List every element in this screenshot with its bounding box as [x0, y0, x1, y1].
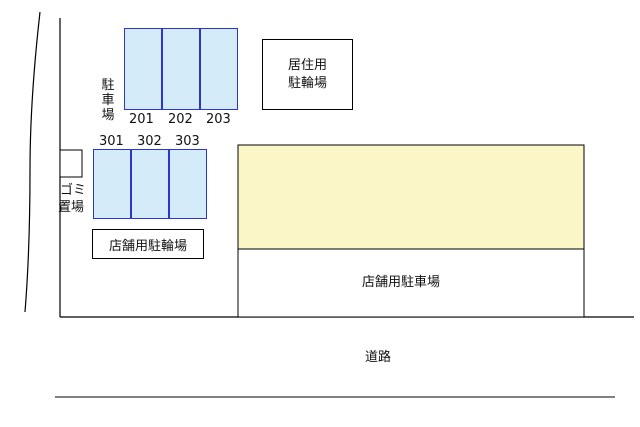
stall-number-202: 202 [168, 112, 193, 127]
building [237, 144, 585, 250]
shop-parking-area [237, 248, 585, 318]
parking-label-char: 車 [101, 93, 115, 108]
resident-bike-label-line2: 駐輪場 [287, 75, 327, 91]
left-boundary-curve [24, 11, 41, 313]
stall-number-303: 303 [175, 134, 200, 149]
stall-number-203: 203 [206, 112, 231, 127]
parking-label-char: 場 [101, 108, 115, 123]
parking-stall-203 [200, 28, 238, 110]
trash-area-box [59, 149, 83, 178]
road-label: 道路 [365, 350, 392, 365]
parking-label-char: 駐 [101, 78, 115, 93]
parking-stall-201 [124, 28, 162, 110]
stall-number-201: 201 [129, 112, 154, 127]
parking-stall-301 [93, 149, 131, 219]
parking-label-vertical: 駐 車 場 [100, 78, 116, 123]
shop-bike-parking: 店舗用駐輪場 [92, 229, 204, 259]
parking-stall-303 [169, 149, 207, 219]
stall-number-301: 301 [99, 134, 124, 149]
resident-bike-parking: 居住用 駐輪場 [262, 39, 353, 110]
trash-area-label-line2: 置場 [58, 200, 85, 215]
shop-bike-label: 店舗用駐輪場 [108, 238, 187, 254]
parking-stall-202 [162, 28, 200, 110]
stall-number-302: 302 [137, 134, 162, 149]
shop-parking-label: 店舗用駐車場 [362, 275, 441, 290]
resident-bike-label-line1: 居住用 [287, 57, 327, 73]
trash-area-label-line1: ゴミ [60, 183, 87, 198]
parking-stall-302 [131, 149, 169, 219]
